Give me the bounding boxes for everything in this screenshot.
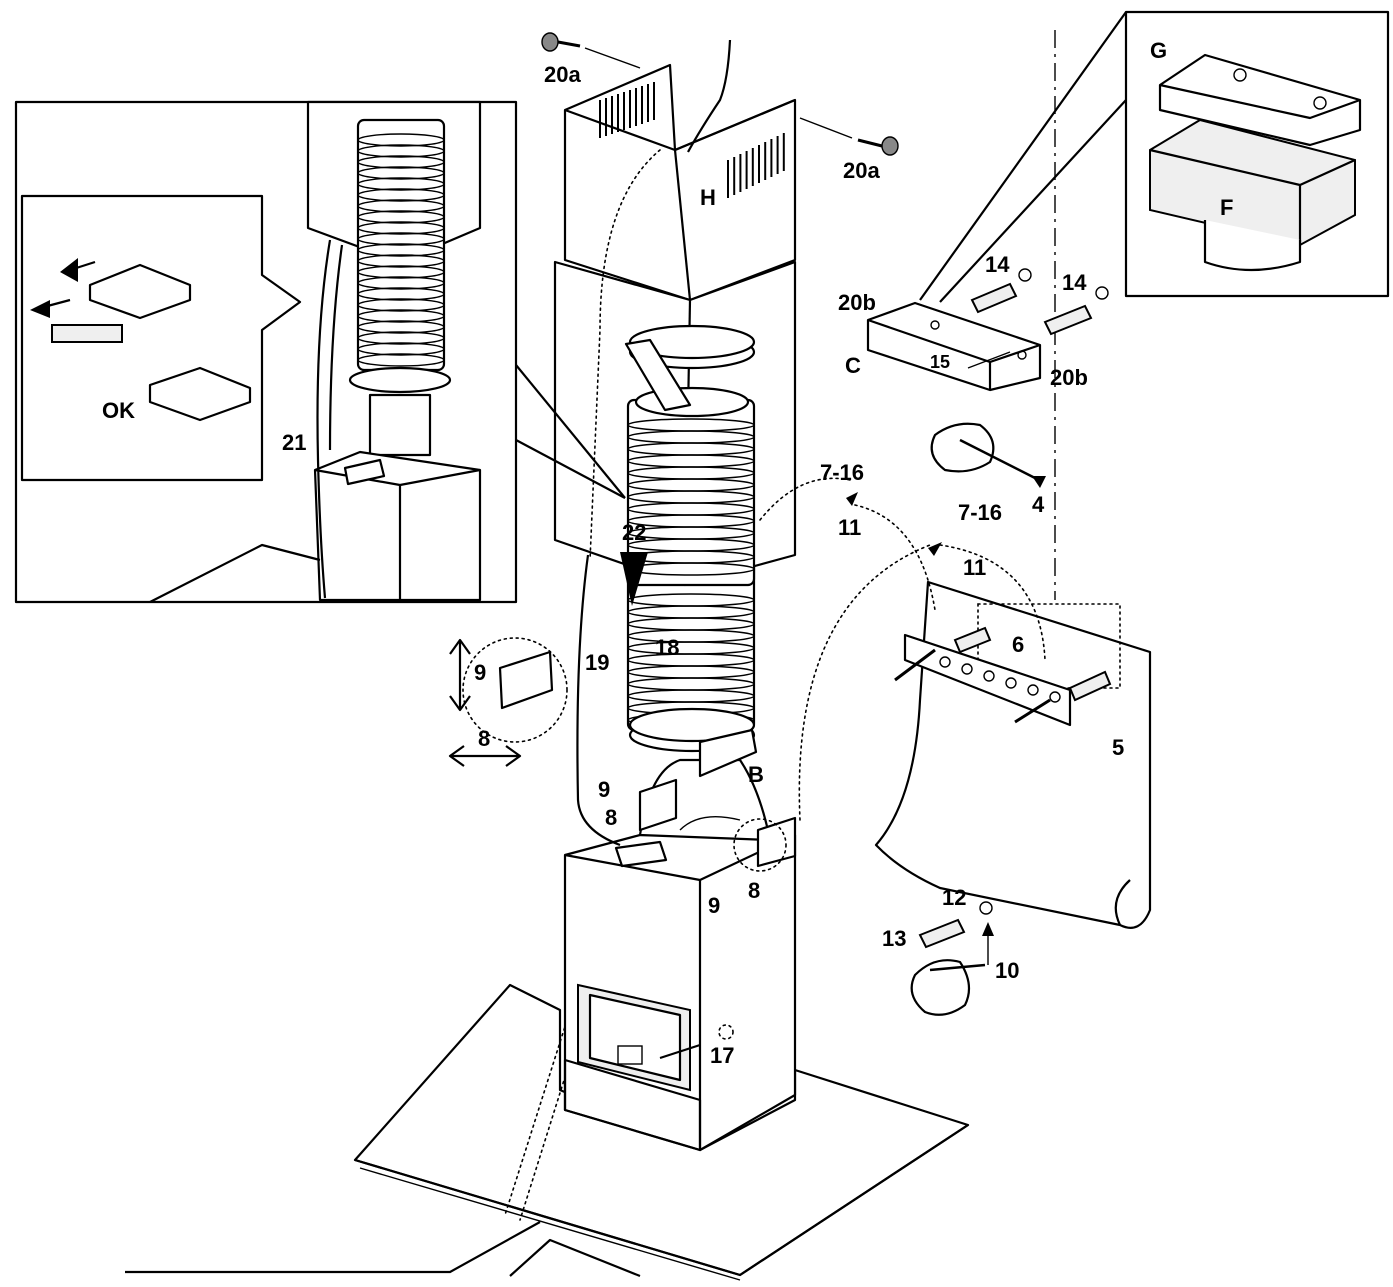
- inset-box-fg: [919, 10, 1390, 303]
- hand-pencil-top-icon: [930, 422, 1046, 488]
- label-b: B: [748, 762, 764, 787]
- duct-rib: [357, 265, 445, 279]
- wall-plug-13-icon: [918, 901, 993, 949]
- wall-plug-14b-icon: [1043, 286, 1109, 336]
- bracket-hole: [961, 663, 973, 675]
- label-8a: 8: [478, 726, 490, 751]
- bracket-hole: [939, 656, 951, 668]
- label-5: 5: [1112, 735, 1124, 760]
- arc-11-a: [854, 504, 936, 611]
- duct-rib: [357, 342, 445, 356]
- duct-rib: [357, 199, 445, 213]
- bracket-hole: [983, 670, 995, 682]
- label-15: 15: [930, 352, 950, 372]
- duct-rib: [357, 188, 445, 202]
- label-19: 19: [585, 650, 609, 675]
- label-ok: OK: [102, 398, 135, 423]
- label-8c: 8: [748, 878, 760, 903]
- label-20b-right: 20b: [1050, 365, 1088, 390]
- label-20b-left: 20b: [838, 290, 876, 315]
- duct-rib: [357, 298, 445, 312]
- label-f: F: [1220, 195, 1233, 220]
- duct-rib: [357, 221, 445, 235]
- duct-rib: [357, 232, 445, 246]
- label-17: 17: [710, 1043, 734, 1068]
- arc-7-16-b: [798, 544, 931, 821]
- label-4: 4: [1032, 492, 1045, 517]
- arrow-down-22: [620, 552, 648, 606]
- screw-20a-top-icon: [541, 32, 641, 69]
- duct-rib: [357, 210, 445, 224]
- label-9b: 9: [598, 777, 610, 802]
- duct-rib: [357, 144, 445, 158]
- label-22: 22: [622, 520, 646, 545]
- bracket-hole: [1005, 677, 1017, 689]
- motor-housing: [563, 758, 797, 1152]
- wall-plug-14a-icon: [970, 268, 1032, 314]
- screw-20a-right-icon: [799, 117, 899, 156]
- label-12: 12: [942, 885, 966, 910]
- label-7-16-a: 7-16: [820, 460, 864, 485]
- label-g: G: [1150, 38, 1167, 63]
- bracket-hole: [1027, 684, 1039, 696]
- duct-rib: [357, 243, 445, 257]
- flex-duct-upper: [624, 324, 756, 587]
- bracket-hole: [1049, 691, 1061, 703]
- clip-detail-circle: [448, 637, 568, 767]
- label-20a-top: 20a: [544, 62, 581, 87]
- flex-duct-lower: [626, 558, 758, 778]
- label-9c: 9: [708, 893, 720, 918]
- label-14b: 14: [1062, 270, 1087, 295]
- label-13: 13: [882, 926, 906, 951]
- upper-bracket: [866, 301, 1042, 392]
- duct-rib: [357, 276, 445, 290]
- cable-dotted: [589, 149, 661, 561]
- label-c: C: [845, 353, 861, 378]
- hand-pencil-bottom-icon: [910, 922, 994, 1016]
- duct-rib: [357, 166, 445, 180]
- arc-11-b: [939, 544, 1046, 661]
- duct-rib: [357, 287, 445, 301]
- label-h: H: [700, 185, 716, 210]
- hood-canopy: [125, 947, 970, 1281]
- label-14a: 14: [985, 252, 1010, 277]
- duct-rib: [357, 155, 445, 169]
- cable-19: [576, 554, 621, 847]
- duct-rib: [357, 320, 445, 334]
- duct-rib: [357, 353, 445, 367]
- duct-rib: [357, 309, 445, 323]
- arc-7-16-a: [759, 477, 851, 521]
- duct-rib: [357, 331, 445, 345]
- wall-plate: [874, 580, 1152, 929]
- label-11-b: 11: [963, 555, 986, 580]
- duct-rib: [357, 254, 445, 268]
- label-18: 18: [655, 635, 679, 660]
- label-6: 6: [1012, 632, 1024, 657]
- label-8b: 8: [605, 805, 617, 830]
- label-20a-right: 20a: [843, 158, 880, 183]
- label-11-a: 11: [838, 515, 861, 540]
- duct-rib: [357, 133, 445, 147]
- label-10: 10: [995, 958, 1019, 983]
- duct-rib: [357, 177, 445, 191]
- label-21: 21: [282, 430, 306, 455]
- left-inset-box: [14, 100, 626, 604]
- label-9a: 9: [474, 660, 486, 685]
- label-7-16-b: 7-16: [958, 500, 1002, 525]
